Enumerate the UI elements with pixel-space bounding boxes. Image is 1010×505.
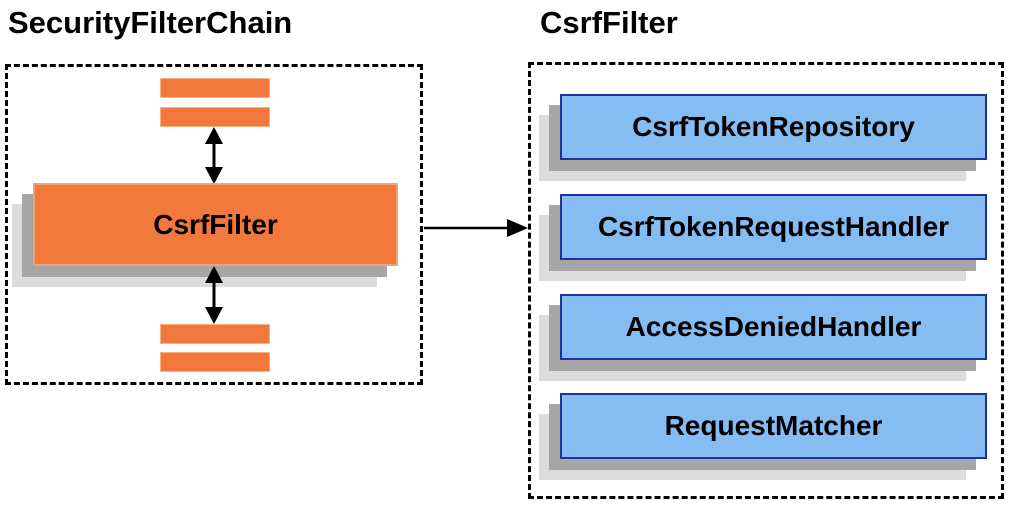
csrf-filter-panel — [528, 62, 1004, 499]
component-label: CsrfTokenRepository — [632, 111, 915, 142]
component-label: AccessDeniedHandler — [625, 311, 922, 342]
flow-arrow-right-icon — [424, 219, 528, 237]
component-box-csrf-token-repository: CsrfTokenRepository — [560, 94, 987, 160]
double-arrow-vertical-top-icon — [205, 127, 223, 184]
csrf-filter-title: CsrfFilter — [540, 5, 678, 40]
security-filter-chain-title: SecurityFilterChain — [8, 5, 293, 40]
component-label: CsrfTokenRequestHandler — [597, 211, 950, 242]
component-box-access-denied-handler: AccessDeniedHandler — [560, 294, 987, 360]
component-box-request-matcher: RequestMatcher — [560, 393, 987, 459]
filter-chain-bar-bottom-2 — [160, 352, 270, 372]
security-filter-chain-panel — [5, 64, 423, 385]
double-arrow-vertical-bottom-icon — [205, 266, 223, 324]
csrf-filter-box-label: CsrfFilter — [153, 208, 278, 240]
component-label: RequestMatcher — [664, 410, 883, 441]
filter-chain-bar-top-1 — [160, 78, 270, 98]
filter-chain-bar-bottom-1 — [160, 324, 270, 344]
csrf-filter-box: CsrfFilter — [33, 183, 398, 266]
filter-chain-bar-top-2 — [160, 107, 270, 127]
component-box-csrf-token-request-handler: CsrfTokenRequestHandler — [560, 194, 987, 260]
